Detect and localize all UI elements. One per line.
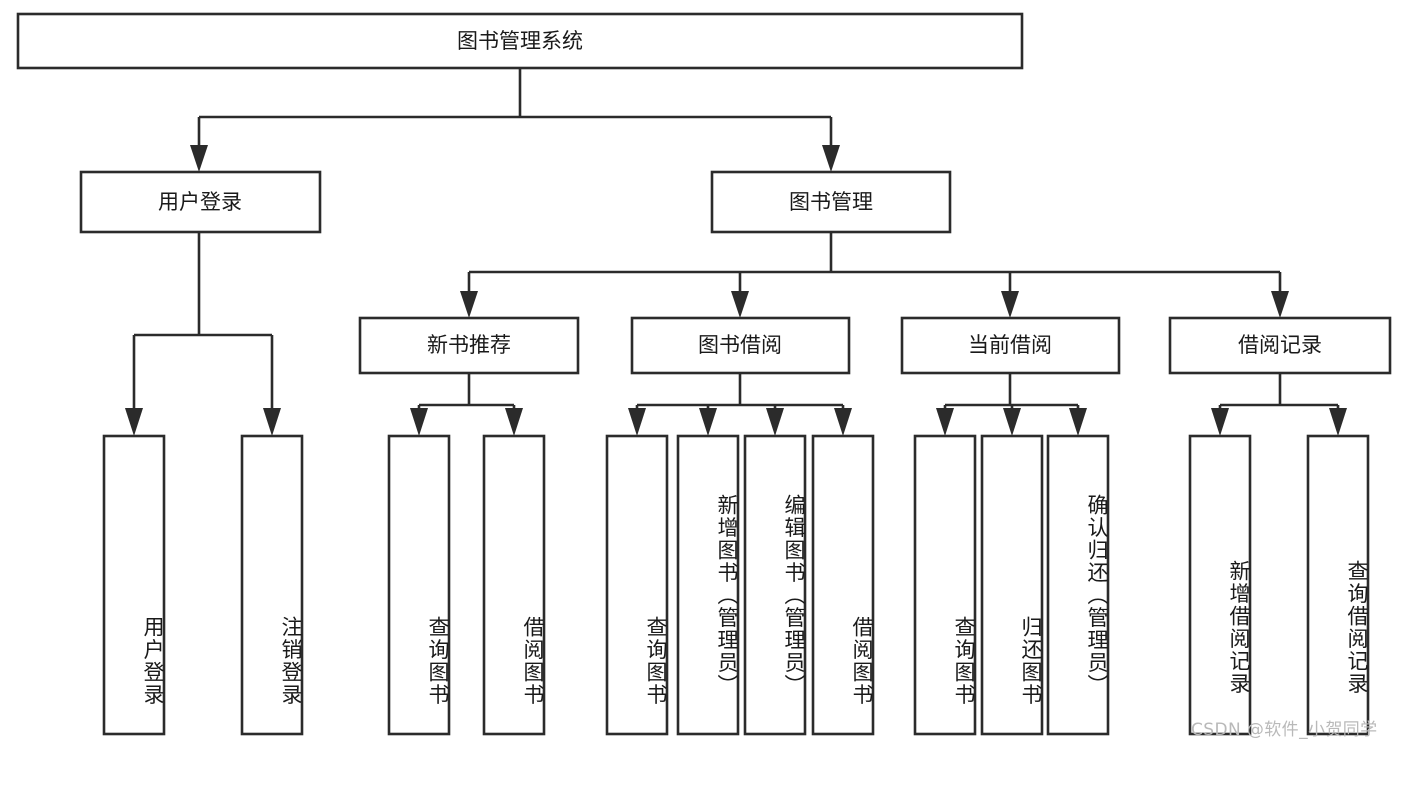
node-book-manage[interactable] [710,170,952,234]
node-label-borrow-record: 借阅记录 [1238,333,1322,357]
arrow-head-leaf-confirm-return [1069,408,1087,436]
arrow-head-leaf-borrow-book-1 [505,408,523,436]
node-label-current-borrow: 当前借阅 [968,333,1052,357]
node-label-user-login: 用户登录 [158,190,242,214]
diagram-canvas: 图书管理系统 用户登录 图书管理 新书推荐 图书借阅 当前借阅 借阅记录 [16,12,1392,736]
arrow-head-leaf-return-book [1003,408,1021,436]
connector-layer [125,68,1347,436]
arrow-head-leaf-logout [263,408,281,436]
node-label-book-manage: 图书管理 [789,190,873,214]
arrow-head-leaf-user-login [125,408,143,436]
arrow-head-leaf-add-record [1211,408,1229,436]
arrow-head-current-borrow [1001,291,1019,318]
arrow-head-user-login [190,145,208,172]
node-leaf-return-book[interactable] [980,434,1044,736]
node-book-borrow[interactable] [630,316,851,375]
node-leaf-query-book-3[interactable] [913,434,977,736]
node-leaf-query-book-1[interactable] [387,434,451,736]
node-layer: 图书管理系统 用户登录 图书管理 新书推荐 图书借阅 当前借阅 借阅记录 [16,12,1392,736]
arrow-head-leaf-edit-book [766,408,784,436]
arrow-head-leaf-query-book-3 [936,408,954,436]
arrow-head-book-manage [822,145,840,172]
node-leaf-user-login[interactable] [102,434,166,736]
node-user-login[interactable] [79,170,322,234]
node-leaf-borrow-book-2[interactable] [811,434,875,736]
node-leaf-edit-book[interactable] [743,434,807,736]
node-leaf-add-book[interactable] [676,434,740,736]
csdn-watermark: CSDN @软件_小贺同学 [1191,720,1378,740]
node-leaf-query-record[interactable] [1306,434,1370,736]
arrow-head-borrow-record [1271,291,1289,318]
arrow-head-book-borrow [731,291,749,318]
node-label-book-management-system: 图书管理系统 [457,29,583,53]
arrow-head-leaf-query-record [1329,408,1347,436]
arrow-head-leaf-query-book-1 [410,408,428,436]
node-leaf-borrow-book-1[interactable] [482,434,546,736]
node-borrow-record[interactable] [1168,316,1392,375]
node-leaf-logout[interactable] [240,434,304,736]
node-current-borrow[interactable] [900,316,1121,375]
node-leaf-confirm-return[interactable] [1046,434,1110,736]
node-label-new-book-rec: 新书推荐 [427,333,511,357]
node-label-book-borrow: 图书借阅 [698,333,782,357]
arrow-head-leaf-borrow-book-2 [834,408,852,436]
arrow-head-leaf-add-book [699,408,717,436]
node-leaf-add-record[interactable] [1188,434,1252,736]
node-new-book-rec[interactable] [358,316,580,375]
arrow-head-leaf-query-book-2 [628,408,646,436]
org-chart-diagram: 图书管理系统 用户登录 图书管理 新书推荐 图书借阅 当前借阅 借阅记录 [16,12,1392,740]
node-leaf-query-book-2[interactable] [605,434,669,736]
node-book-management-system[interactable] [16,12,1024,70]
arrow-head-new-book-rec [460,291,478,318]
